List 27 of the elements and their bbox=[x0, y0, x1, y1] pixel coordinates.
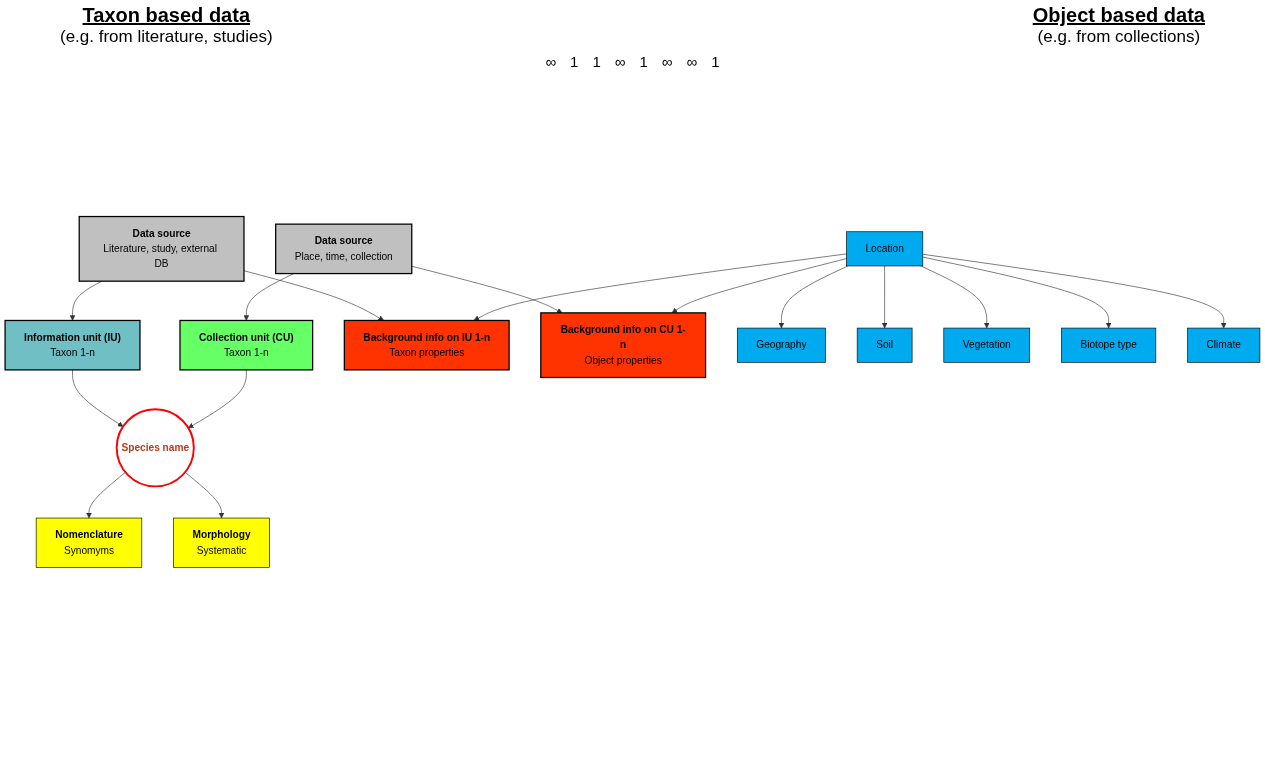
cardinality-label: 1 bbox=[592, 53, 601, 70]
cardinality-label: ∞ bbox=[614, 53, 626, 70]
node-box: Collection unit (CU) Taxon 1-n bbox=[179, 319, 314, 371]
node-box: Data source Literature, study, external DB bbox=[78, 215, 245, 282]
cardinality-label: ∞ bbox=[545, 53, 557, 70]
node-box: Soil bbox=[856, 327, 913, 363]
node-box: Data source Place, time, collection bbox=[275, 223, 413, 275]
section-heading: Taxon based data bbox=[81, 4, 252, 27]
node-box: Morphology Systematic bbox=[173, 517, 270, 568]
node-box: Geography bbox=[736, 327, 826, 363]
section-subheading: (e.g. from collections) bbox=[1036, 27, 1202, 47]
cardinality-label: ∞ bbox=[661, 53, 673, 70]
node-box: Background info on CU 1-n Object properties bbox=[540, 312, 707, 379]
node-box: Information unit (IU) Taxon 1-n bbox=[4, 319, 141, 371]
node-circle: Species name bbox=[115, 408, 195, 488]
cardinality-label: 1 bbox=[711, 53, 720, 70]
cardinality-label: 1 bbox=[570, 53, 579, 70]
node-box: Location bbox=[846, 231, 924, 267]
node-box: Nomenclature Synomyms bbox=[35, 517, 143, 568]
node-box: Vegetation bbox=[943, 327, 1031, 363]
section-heading: Object based data bbox=[1032, 4, 1205, 27]
cardinality-label: 1 bbox=[639, 53, 648, 70]
node-box: Background info on IU 1-n Taxon properties bbox=[343, 319, 510, 371]
section-subheading: (e.g. from literature, studies) bbox=[60, 27, 273, 47]
cardinality-label: ∞ bbox=[686, 53, 698, 70]
node-box: Climate bbox=[1187, 327, 1261, 363]
node-box: Biotope type bbox=[1061, 327, 1157, 363]
